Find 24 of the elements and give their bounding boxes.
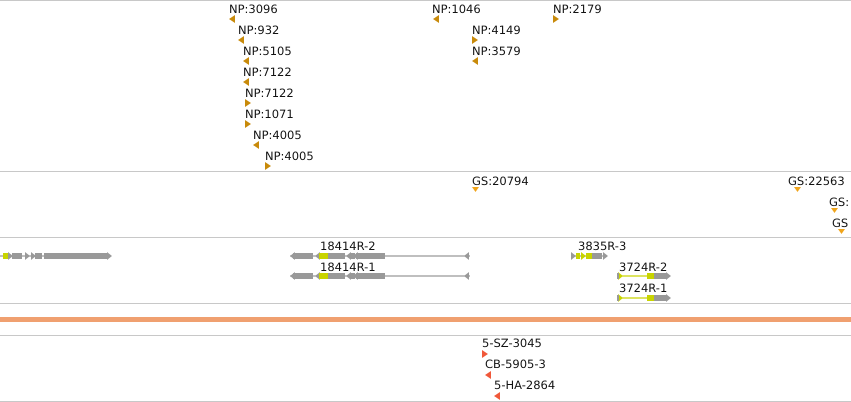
feature-label: 3835R-3	[578, 239, 626, 253]
feature-label: CB-5905-3	[485, 357, 546, 371]
feature-label: 5-SZ-3045	[482, 336, 542, 350]
feature-label: 18414R-1	[320, 260, 376, 274]
feature-label: GS	[832, 216, 848, 230]
feature-label: NP:7122	[245, 86, 294, 100]
feature-label: NP:7122	[243, 65, 292, 79]
feature-label: NP:932	[238, 23, 280, 37]
feature-label: GS:22563	[788, 174, 845, 188]
feature-label: 5-HA-2864	[494, 378, 556, 392]
feature-label: NP:3579	[472, 44, 521, 58]
feature-label: NP:4149	[472, 23, 521, 37]
feature-label: NP:2179	[553, 2, 602, 16]
feature-label: 3724R-2	[619, 260, 668, 274]
feature-label: 18414R-2	[320, 239, 376, 253]
feature-label: NP:5105	[243, 44, 292, 58]
feature-label: NP:4005	[253, 128, 302, 142]
feature-label: GS:20794	[472, 174, 529, 188]
feature-label: GS:	[829, 195, 850, 209]
feature-label: NP:4005	[265, 149, 314, 163]
feature-label: NP:1046	[432, 2, 481, 16]
feature-label: NP:3096	[229, 2, 278, 16]
feature-label: 3724R-1	[619, 281, 668, 295]
feature-label: NP:1071	[245, 107, 294, 121]
